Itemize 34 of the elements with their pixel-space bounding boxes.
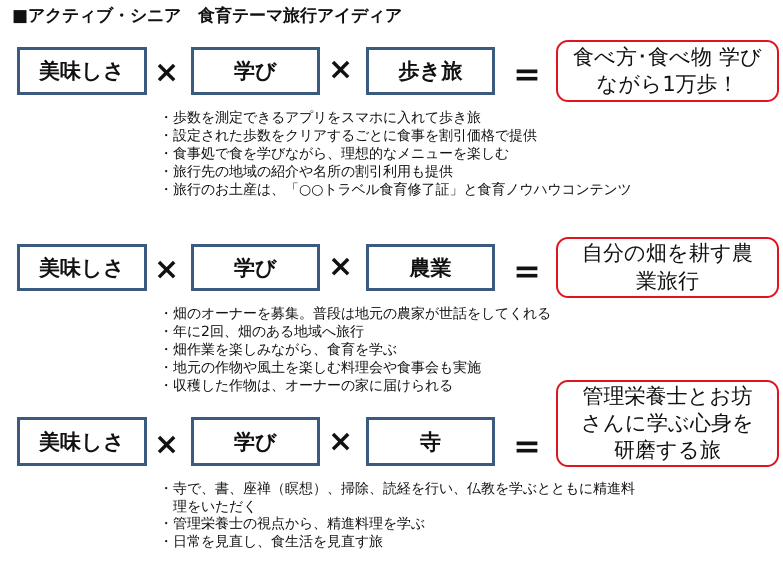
bullet-text: ・年に2回、畑のある地域へ旅行: [159, 324, 365, 342]
equals-sign: ＝: [508, 251, 546, 289]
term-box: 歩き旅: [366, 47, 495, 95]
times-sign: ×: [154, 430, 180, 460]
bullet-text: ・畑作業を楽しみながら、食育を学ぶ: [159, 342, 398, 360]
term-box: 美味しさ: [17, 417, 147, 466]
term-box: 美味しさ: [17, 47, 147, 95]
term-box: 学び: [191, 47, 320, 95]
bullet-text: ・地元の作物や風土を楽しむ料理会や食事会も実施: [159, 360, 482, 378]
term-box: 寺: [366, 417, 495, 466]
bullet-text: ・日常を見直し、食生活を見直す旅: [159, 534, 384, 552]
bullet-text: ・旅行のお土産は、「○○トラベル食育修了証」と食育ノウハウコンテンツ: [159, 182, 632, 200]
bullet-text: ・設定された歩数をクリアするごとに食事を割引価格で提供: [159, 128, 538, 146]
result-box: 食べ方･食べ物 学びながら1万歩！: [556, 40, 779, 102]
title-text: ■アクティブ・シニア 食育テーマ旅行アイディア: [12, 5, 402, 27]
term-box: 学び: [191, 417, 320, 466]
bullet-text: ・食事処で食を学びながら、理想的なメニューを楽しむ: [159, 146, 510, 164]
times-sign: ×: [154, 58, 180, 88]
times-sign: ×: [154, 255, 180, 285]
bullet-text: ・歩数を測定できるアプリをスマホに入れて歩き旅: [159, 110, 482, 128]
equals-sign: ＝: [508, 426, 546, 464]
equals-sign: ＝: [508, 54, 546, 92]
times-sign: ×: [328, 252, 354, 282]
term-box: 美味しさ: [17, 244, 147, 291]
term-box: 学び: [191, 244, 320, 291]
result-box: 管理栄養士とお坊さんに学ぶ心身を研磨する旅: [556, 380, 779, 467]
result-box: 自分の畑を耕す農業旅行: [556, 237, 779, 298]
term-box: 農業: [366, 244, 495, 291]
bullet-text: ・管理栄養士の視点から、精進料理を学ぶ: [159, 516, 426, 534]
times-sign: ×: [328, 427, 354, 457]
bullet-text: ・旅行先の地域の紹介や名所の割引利用も提供: [159, 164, 454, 182]
bullet-text: ・畑のオーナーを募集。普段は地元の農家が世話をしてくれる: [159, 306, 552, 324]
bullet-text: ・寺で、書、座禅（瞑想）、掃除、読経を行い、仏教を学ぶとともに精進料理をいただく: [159, 481, 636, 516]
times-sign: ×: [328, 55, 354, 85]
